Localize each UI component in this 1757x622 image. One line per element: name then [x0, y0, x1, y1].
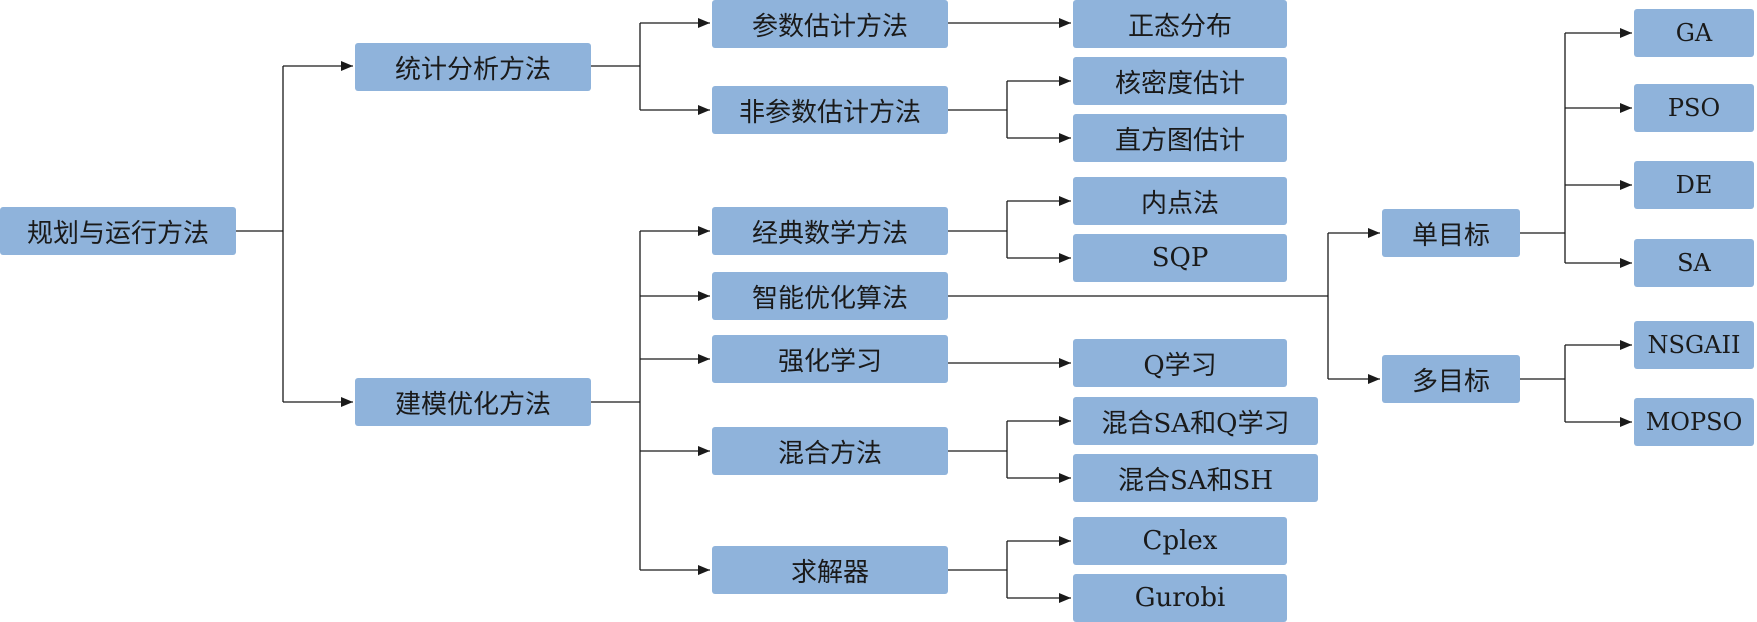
- node-cplex: Cplex: [1073, 517, 1287, 565]
- node-model-optimization: 建模优化方法: [355, 378, 591, 426]
- node-hybrid-sa-sh: 混合SA和SH: [1073, 454, 1318, 502]
- node-reinforcement-learning: 强化学习: [712, 335, 948, 383]
- node-hybrid-sa-q: 混合SA和Q学习: [1073, 397, 1318, 445]
- node-parametric-estimation: 参数估计方法: [712, 0, 948, 48]
- node-kernel-density: 核密度估计: [1073, 57, 1287, 105]
- node-solver: 求解器: [712, 546, 948, 594]
- node-classical-math: 经典数学方法: [712, 207, 948, 255]
- node-sqp: SQP: [1073, 234, 1287, 282]
- node-nonparametric-estimation: 非参数估计方法: [712, 86, 948, 134]
- node-histogram-estimation: 直方图估计: [1073, 114, 1287, 162]
- node-root: 规划与运行方法: [0, 207, 236, 255]
- node-stat-analysis: 统计分析方法: [355, 43, 591, 91]
- node-gurobi: Gurobi: [1073, 574, 1287, 622]
- node-multi-objective: 多目标: [1382, 355, 1520, 403]
- node-single-objective: 单目标: [1382, 209, 1520, 257]
- node-normal-distribution: 正态分布: [1073, 0, 1287, 48]
- node-q-learning: Q学习: [1073, 339, 1287, 387]
- node-nsgaii: NSGAII: [1634, 321, 1754, 369]
- node-mopso: MOPSO: [1634, 398, 1754, 446]
- node-intelligent-optimization: 智能优化算法: [712, 272, 948, 320]
- node-de: DE: [1634, 161, 1754, 209]
- node-interior-point: 内点法: [1073, 177, 1287, 225]
- node-pso: PSO: [1634, 84, 1754, 132]
- node-ga: GA: [1634, 9, 1754, 57]
- node-hybrid-methods: 混合方法: [712, 427, 948, 475]
- node-sa: SA: [1634, 239, 1754, 287]
